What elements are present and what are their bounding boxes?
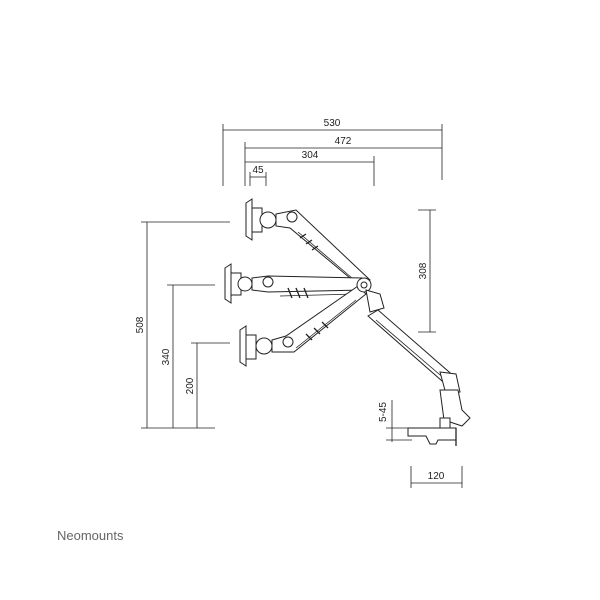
dim-label-508: 508: [135, 316, 146, 333]
vesa-plate-bottom: [239, 325, 273, 367]
dim-label-304: 304: [302, 150, 319, 161]
dimension-200: 200: [185, 342, 230, 428]
dimension-308: 308: [418, 209, 436, 333]
dimension-304: 304: [245, 150, 375, 186]
dimension-508: 508: [135, 221, 230, 429]
dimension-120: 120: [410, 466, 463, 488]
dim-label-45: 45: [252, 165, 264, 176]
dimension-340: 340: [161, 284, 215, 428]
brand-label: Neomounts: [57, 528, 124, 543]
desk-clamp: [407, 389, 471, 446]
dim-label-340: 340: [161, 348, 172, 365]
upper-arm-bottom: [271, 285, 367, 353]
dim-label-5-45: 5-45: [378, 402, 389, 422]
lower-arm: [367, 309, 461, 395]
dimension-530: 530: [222, 118, 443, 186]
dimension-472: 472: [244, 136, 442, 186]
dimension-45: 45: [249, 165, 267, 186]
dim-label-200: 200: [185, 377, 196, 394]
elbow-joint: [356, 277, 385, 313]
vesa-plate-middle: [224, 263, 253, 304]
dimension-clamp-range: 5-45: [378, 400, 412, 442]
dim-label-472: 472: [335, 136, 352, 147]
vesa-plate-top: [245, 198, 277, 241]
dim-label-120: 120: [428, 471, 445, 482]
dim-label-530: 530: [324, 118, 341, 129]
dim-label-308: 308: [418, 262, 429, 279]
